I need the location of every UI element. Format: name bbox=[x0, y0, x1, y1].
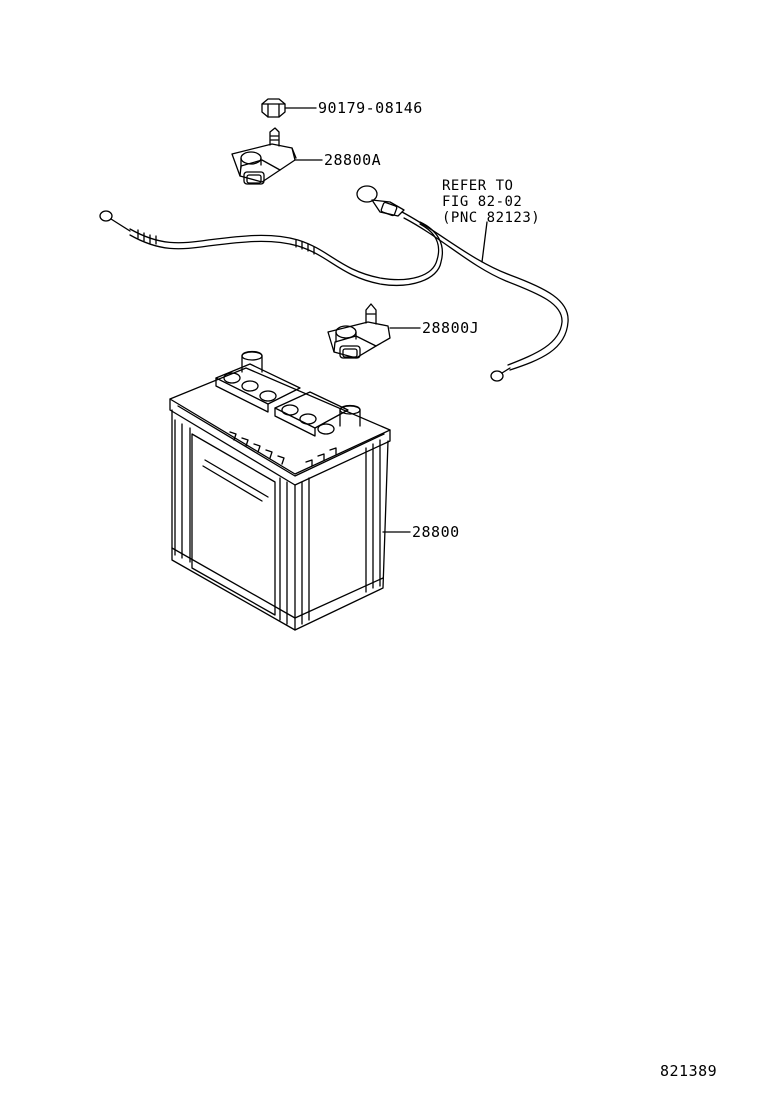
nut-icon bbox=[261, 98, 286, 118]
terminal-j-part-number: 28800J bbox=[422, 319, 480, 337]
terminal-a-part-number: 28800A bbox=[324, 151, 382, 169]
battery-icon bbox=[169, 350, 391, 631]
illustration-id: 821389 bbox=[660, 1062, 718, 1080]
battery-part-number: 28800 bbox=[412, 523, 460, 541]
terminal-j-icon bbox=[327, 303, 391, 359]
refer-line-1: REFER TO bbox=[442, 178, 514, 194]
refer-note: REFER TO FIG 82-02 (PNC 82123) bbox=[442, 178, 540, 226]
refer-line-2: FIG 82-02 bbox=[442, 194, 523, 210]
battery-cable-icon bbox=[99, 210, 443, 286]
sensor-cable-icon bbox=[356, 185, 569, 382]
terminal-a-icon bbox=[231, 127, 297, 185]
refer-line-3: (PNC 82123) bbox=[442, 210, 541, 226]
nut-part-number: 90179-08146 bbox=[318, 99, 423, 117]
refer-leader-line bbox=[481, 221, 488, 263]
